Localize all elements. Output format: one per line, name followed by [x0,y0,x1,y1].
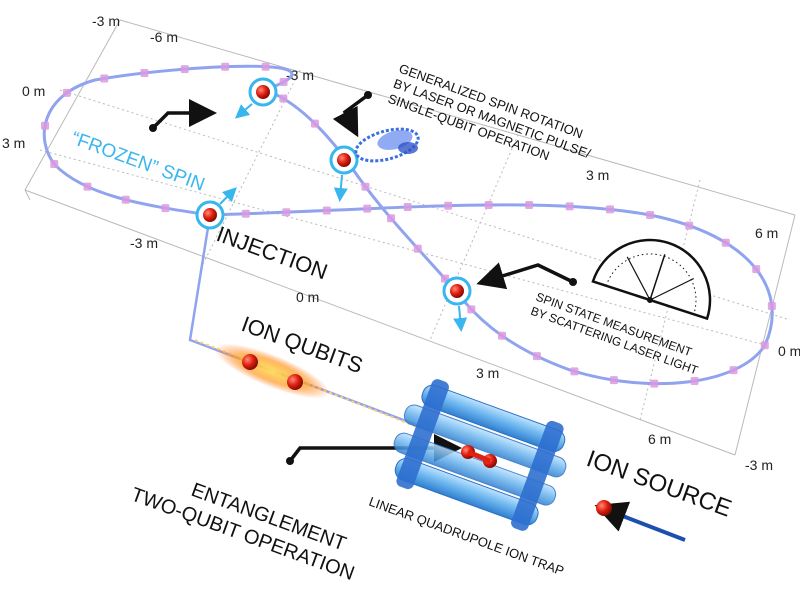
ring-magnet [413,244,422,253]
tick-label: -3 m [92,13,120,29]
ring-magnet [121,195,130,204]
ring-magnet [609,376,618,385]
ring-magnet [570,367,579,376]
tick-label: -3 m [286,67,314,83]
injection-beamline [188,214,431,432]
tick-label: 0 m [778,343,800,359]
ion-marker-top [234,77,278,119]
tick-label: -6 m [150,29,178,45]
ring-magnet [403,203,412,212]
ring-magnet [760,341,769,350]
ring-magnet [646,211,655,220]
ring-magnet [752,265,761,274]
ion-icon [242,354,258,370]
ring-magnet [180,65,189,74]
ring-magnet [50,160,59,169]
ion-marker-measurement [442,276,472,332]
ring-magnet [484,200,493,209]
ring-magnet [140,69,149,78]
spin-markers [195,77,472,332]
tick-label: 6 m [755,225,778,241]
ring-magnet [467,305,476,314]
pulse-coil-icon [354,127,420,163]
ion-marker-rotation [329,145,359,202]
ring-magnet [279,94,288,103]
tick-label: -3 m [130,235,158,251]
ion-icon [596,500,612,516]
axis-ticks: -3 m -6 m 0 m 3 m -3 m -3 m 0 m 3 m 6 m … [2,13,800,473]
ring-magnet [241,209,250,218]
ring-magnet [221,62,230,71]
ring-magnet [606,205,615,214]
tick-label: 6 m [648,431,671,447]
ring-magnet [685,221,694,230]
ring-magnet [161,204,170,213]
ring-magnet [282,208,291,217]
ring-magnet [100,74,109,83]
ion-marker-injection [195,187,237,230]
spin-rotation-label: GENERALIZED SPIN ROTATION BY LASER OR MA… [386,61,593,164]
ring-magnet [322,206,331,215]
ring-magnet [690,376,699,385]
ion-icon [287,374,303,390]
tick-label: -3 m [745,457,773,473]
tick-label: 3 m [2,135,25,151]
ring-magnet [41,121,50,130]
tick-label: 0 m [296,289,319,305]
entanglement-label: ENTANGLEMENT TWO-QUBIT OPERATION [128,479,357,585]
ring-magnet [565,202,574,211]
grid-frame [24,19,796,456]
ring-magnet [279,77,288,86]
ring-magnet [650,379,659,388]
protractor-icon [591,238,712,321]
ring-magnet [386,214,395,223]
ring-magnet [444,201,453,210]
ring-magnet [498,331,507,340]
ring-magnet [525,201,534,210]
tick-label: 0 m [22,83,45,99]
tick-label: 3 m [586,167,609,183]
ring-magnet [767,301,776,310]
ring-magnet [729,366,738,375]
ring-magnet [310,119,319,128]
linear-quadrupole-ion-trap [393,379,567,531]
tick-label: 3 m [476,365,499,381]
injection-label: INJECTION [213,221,331,284]
ion-qubits [214,343,330,399]
ring-magnet [361,182,370,191]
ring-magnet [261,62,270,71]
ring-magnet [721,238,730,247]
ring-magnet [62,88,71,97]
ion-source [594,500,686,542]
ring-magnet [83,182,92,191]
ring-magnet [532,352,541,361]
ring-magnet [363,204,372,213]
